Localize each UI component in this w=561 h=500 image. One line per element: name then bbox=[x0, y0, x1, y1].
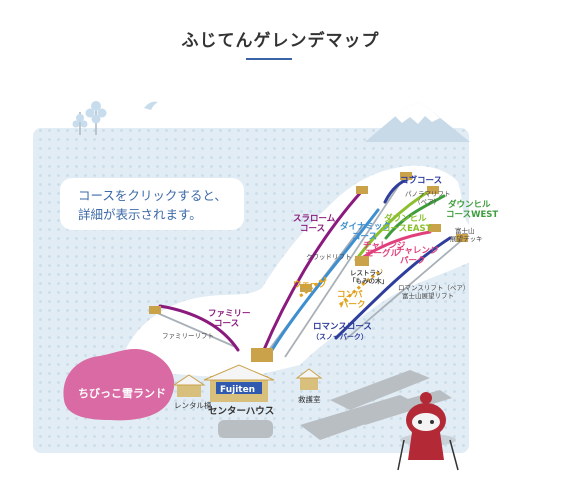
title-underline bbox=[246, 58, 292, 60]
lift-station-icon bbox=[456, 234, 468, 242]
wave-course[interactable] bbox=[299, 276, 327, 298]
svg-text:モーグル: モーグル bbox=[365, 248, 400, 259]
svg-text:富士山展望リフト: 富士山展望リフト bbox=[402, 291, 454, 300]
svg-text:ダイナミック: ダイナミック bbox=[340, 221, 391, 232]
svg-text:ダウンヒル: ダウンヒル bbox=[448, 199, 491, 210]
lift-station-icon bbox=[300, 284, 312, 292]
mascot-character bbox=[397, 392, 459, 471]
svg-text:Fujiten: Fujiten bbox=[220, 385, 255, 395]
svg-text:コースをクリックすると、: コースをクリックすると、 bbox=[78, 188, 227, 203]
svg-text:ファミリーリフト: ファミリーリフト bbox=[162, 332, 214, 340]
page-title: ふじてんゲレンデマップ bbox=[181, 31, 380, 51]
mt-fuji-illustration bbox=[365, 102, 470, 142]
rental-building[interactable]: レンタル棟 bbox=[172, 374, 212, 410]
svg-text:パーク: パーク bbox=[400, 255, 426, 266]
svg-text:チャレンジ: チャレンジ bbox=[396, 246, 439, 256]
slalom-course[interactable] bbox=[261, 189, 364, 354]
svg-text:コース: コース bbox=[352, 232, 377, 242]
svg-text:レストラン: レストラン bbox=[350, 269, 383, 277]
svg-text:「もみの木」: 「もみの木」 bbox=[349, 276, 388, 285]
lift-station-icon bbox=[429, 224, 441, 232]
svg-text:レンタル棟: レンタル棟 bbox=[174, 400, 212, 410]
lift-station-icon bbox=[149, 306, 161, 314]
lift-station-icon bbox=[427, 186, 439, 194]
svg-text:コース: コース bbox=[300, 224, 325, 234]
bird-icon bbox=[144, 101, 158, 110]
lift-base-station-icon bbox=[251, 348, 273, 362]
svg-text:（スノーパーク）: （スノーパーク） bbox=[312, 332, 368, 341]
first-aid-building[interactable]: 救護室 bbox=[295, 368, 323, 404]
svg-text:コースWEST: コースWEST bbox=[446, 210, 498, 220]
challenge-course[interactable] bbox=[360, 230, 432, 260]
svg-text:ウェーブ: ウェーブ bbox=[293, 279, 327, 290]
svg-text:（ペア）: （ペア） bbox=[414, 198, 440, 206]
svg-text:チャレンジ: チャレンジ bbox=[363, 241, 406, 251]
downhill-east-course[interactable] bbox=[354, 186, 436, 262]
svg-text:救護室: 救護室 bbox=[298, 394, 321, 404]
svg-text:ダウンヒル: ダウンヒル bbox=[384, 213, 427, 224]
family-lift[interactable] bbox=[154, 311, 239, 349]
svg-text:コースEAST: コースEAST bbox=[382, 224, 432, 234]
svg-text:富士山: 富士山 bbox=[455, 226, 475, 235]
svg-text:パーク: パーク bbox=[340, 299, 366, 310]
center-house-building[interactable]: Fujiten センターハウス bbox=[203, 364, 274, 417]
svg-text:展望デッキ: 展望デッキ bbox=[450, 234, 483, 243]
romance-lift[interactable] bbox=[344, 239, 463, 341]
family-course[interactable] bbox=[158, 304, 240, 352]
svg-text:ロマンスコース: ロマンスコース bbox=[313, 322, 372, 332]
tree-icon bbox=[72, 101, 107, 135]
downhill-west-course[interactable] bbox=[384, 194, 446, 240]
svg-text:コブコース: コブコース bbox=[400, 175, 442, 186]
lift-station-icon bbox=[356, 186, 368, 194]
konpa-park-course[interactable] bbox=[338, 268, 383, 307]
svg-text:詳細が表示されます。: 詳細が表示されます。 bbox=[78, 207, 202, 222]
restaurant-icon[interactable] bbox=[355, 256, 369, 266]
lift-station-icon bbox=[400, 172, 412, 180]
instruction-box: コースをクリックすると、 詳細が表示されます。 bbox=[60, 178, 244, 230]
svg-text:ちびっこ雪ランド: ちびっこ雪ランド bbox=[78, 386, 166, 400]
snow-slope bbox=[122, 165, 470, 378]
svg-text:パノラマリフト: パノラマリフト bbox=[405, 190, 451, 198]
svg-text:ロマンスリフト（ペア）: ロマンスリフト（ペア） bbox=[398, 284, 469, 292]
panorama-lift[interactable] bbox=[284, 175, 406, 358]
svg-text:スラローム: スラローム bbox=[293, 214, 336, 224]
kids-snow-land-area[interactable] bbox=[63, 349, 175, 421]
svg-text:センターハウス: センターハウス bbox=[208, 405, 274, 417]
romance-course[interactable] bbox=[334, 236, 452, 340]
svg-text:ファミリー: ファミリー bbox=[208, 309, 251, 319]
svg-text:クワッドリフト: クワッドリフト bbox=[306, 253, 352, 261]
svg-text:コース: コース bbox=[214, 319, 239, 329]
svg-text:コンパ: コンパ bbox=[337, 289, 363, 300]
